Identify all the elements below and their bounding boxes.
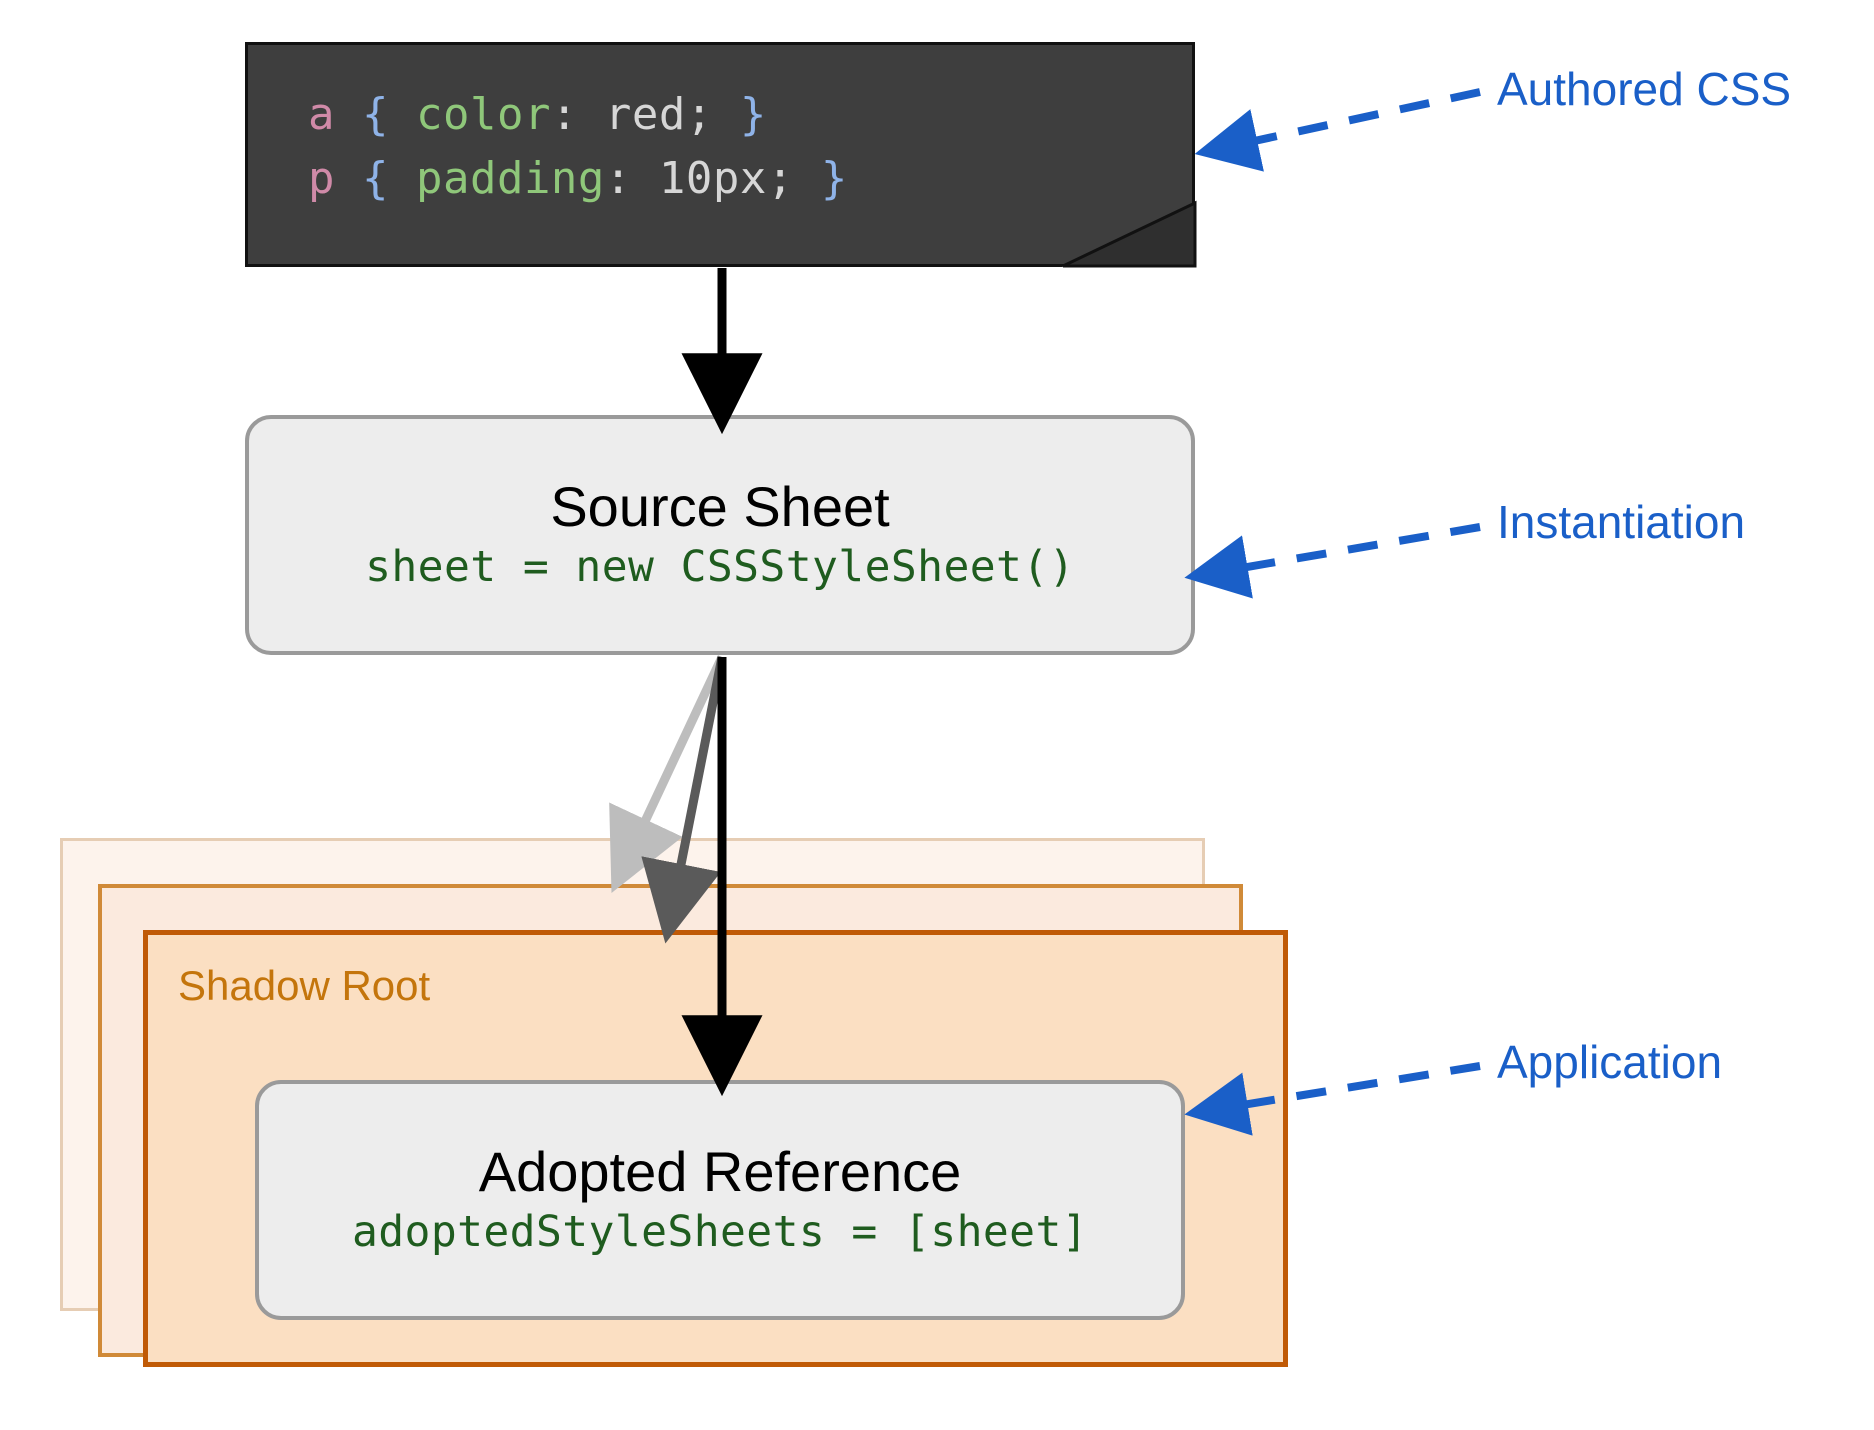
callout-line-instantiation [1184,523,1481,599]
source-sheet-title: Source Sheet [550,474,890,538]
authored-css-code: a { color: red; } p { padding: 10px; } [308,83,848,211]
callout-label-application: Application [1497,1036,1723,1088]
css-open-brace-2: { [335,153,416,204]
adopted-reference-title: Adopted Reference [478,1139,962,1203]
css-selector-a: a [308,89,335,140]
css-selector-p: p [308,153,335,204]
adopted-reference-node: Adopted Reference adoptedStyleSheets = [… [255,1080,1185,1320]
arrow-source-to-shadow-back [609,655,727,893]
callout-label-instantiation: Instantiation [1497,496,1746,548]
authored-css-card: a { color: red; } p { padding: 10px; } [245,42,1195,267]
css-open-brace-1: { [335,89,416,140]
shadow-root-label: Shadow Root [178,962,431,1009]
adopted-reference-code: adoptedStyleSheets = [sheet] [351,1207,1089,1258]
css-value-10px: : 10px; [604,153,821,204]
css-close-brace-1: } [739,89,767,140]
callout-line-authored-css [1194,88,1481,172]
css-property-padding: padding [415,153,605,204]
source-sheet-node: Source Sheet sheet = new CSSStyleSheet() [245,415,1195,655]
css-value-red: : red; [550,89,740,140]
source-sheet-code: sheet = new CSSStyleSheet() [365,542,1075,593]
callout-label-authored-css: Authored CSS [1497,63,1792,115]
css-property-color: color [415,89,551,140]
css-close-brace-2: } [820,153,848,204]
